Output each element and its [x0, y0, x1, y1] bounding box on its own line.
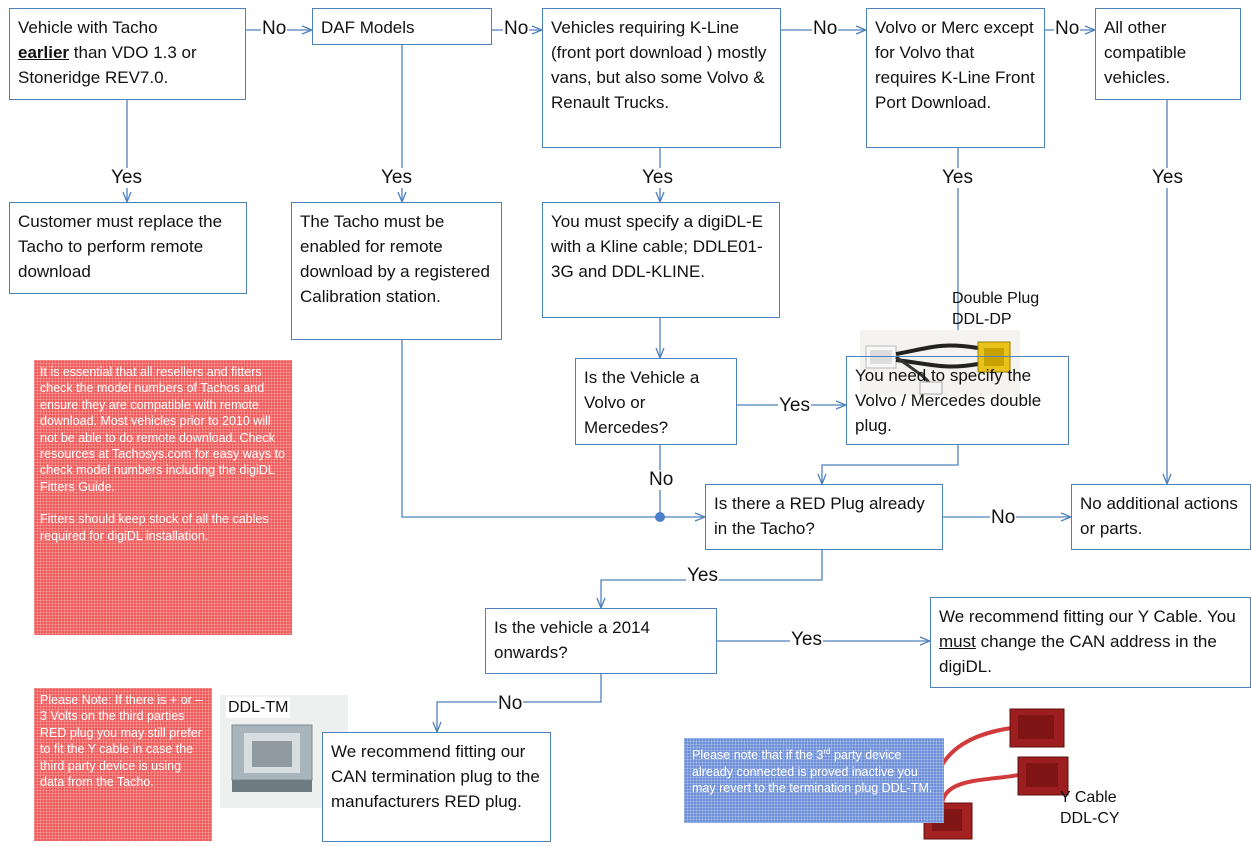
arrow-enabled-redplug	[401, 340, 705, 517]
note-third-pre: Please note that if the 3	[692, 748, 824, 763]
y-cable-caption-line1: Y Cable	[1060, 789, 1117, 806]
box-red-plug: Is there a RED Plug already in the Tacho…	[705, 484, 943, 550]
y-cable-caption: Y Cable DDL-CY	[1060, 787, 1120, 829]
tacho-text-emphasis: earlier	[18, 43, 70, 62]
note-volts-text: Please Note: If there is + or – 3 Volts …	[40, 693, 203, 790]
label-yes-5: Yes	[1151, 167, 1184, 188]
replace-text: Customer must replace the Tacho to perfo…	[18, 212, 223, 281]
y-cable-text-pre: We recommend fitting our Y Cable. You	[939, 607, 1236, 626]
ddl-tm-caption: DDL-TM	[226, 697, 291, 718]
label-yes-redplug: Yes	[686, 565, 719, 586]
label-yes-3: Yes	[641, 167, 674, 188]
ddl-tm-image	[231, 724, 313, 792]
double-plug-photo	[860, 330, 1020, 396]
box-customer-replace: Customer must replace the Tacho to perfo…	[9, 202, 247, 294]
arrow-double-redplug	[822, 445, 959, 484]
box-kline-vehicles: Vehicles requiring K-Line (front port do…	[542, 8, 781, 148]
y-cable-caption-line2: DDL-CY	[1060, 810, 1120, 827]
box-is-2014: Is the vehicle a 2014 onwards?	[485, 608, 717, 674]
no-actions-text: No additional actions or parts.	[1080, 494, 1238, 538]
label-yes-4: Yes	[941, 167, 974, 188]
volvo-merc-text: Volvo or Merc except for Volvo that requ…	[875, 18, 1035, 112]
box-is-volvo: Is the Vehicle a Volvo or Mercedes?	[575, 358, 737, 445]
all-other-text: All other compatible vehicles.	[1104, 18, 1187, 87]
label-no-2014: No	[497, 693, 524, 714]
label-no-1: No	[261, 18, 288, 39]
is-2014-text: Is the vehicle a 2014 onwards?	[494, 618, 650, 662]
y-cable-text-emphasis: must	[939, 632, 976, 651]
tacho-text-pre: Vehicle with Tacho	[18, 18, 158, 37]
label-yes-volvo: Yes	[778, 395, 811, 416]
enabled-text: The Tacho must be enabled for remote dow…	[300, 212, 490, 306]
box-specify-kline: You must specify a digiDL-E with a Kline…	[542, 202, 780, 318]
label-no-2: No	[503, 18, 530, 39]
ddl-tm-caption-text: DDL-TM	[228, 699, 289, 716]
note-third-post: party device already connected is proved…	[692, 748, 933, 795]
box-vehicle-tacho: Vehicle with Tacho earlier than VDO 1.3 …	[9, 8, 246, 100]
is-volvo-text: Is the Vehicle a Volvo or Mercedes?	[584, 368, 700, 437]
label-no-redplug: No	[990, 507, 1017, 528]
box-no-actions: No additional actions or parts.	[1071, 484, 1251, 550]
double-plug-image	[865, 341, 1011, 395]
note-resellers-text: It is essential that all resellers and f…	[40, 365, 286, 494]
label-yes-2014: Yes	[790, 629, 823, 650]
red-plug-text: Is there a RED Plug already in the Tacho…	[714, 494, 925, 538]
y-cable-text-post: change the CAN address in the digiDL.	[939, 632, 1217, 676]
box-daf-models: DAF Models	[312, 8, 492, 45]
note-third-party: Please note that if the 3rd party device…	[684, 738, 944, 823]
can-term-text: We recommend fitting our CAN termination…	[331, 742, 540, 811]
box-tacho-enabled: The Tacho must be enabled for remote dow…	[291, 202, 502, 340]
label-yes-2: Yes	[380, 167, 413, 188]
box-can-termination: We recommend fitting our CAN termination…	[322, 732, 551, 842]
label-no-3: No	[812, 18, 839, 39]
note-fitters-text: Fitters should keep stock of all the cab…	[40, 512, 269, 543]
note-resellers: It is essential that all resellers and f…	[34, 360, 292, 635]
double-plug-caption-line2: DDL-DP	[952, 311, 1012, 328]
label-no-volvo: No	[648, 469, 675, 490]
specify-kline-text: You must specify a digiDL-E with a Kline…	[551, 212, 763, 281]
label-no-4: No	[1054, 18, 1081, 39]
note-third-sup: rd	[823, 747, 831, 756]
kline-text: Vehicles requiring K-Line (front port do…	[551, 18, 767, 112]
label-yes-1: Yes	[110, 167, 143, 188]
box-double-plug: You need to specify the Volvo / Mercedes…	[846, 356, 1069, 445]
tacho-text-post: than VDO 1.3 or Stoneridge REV7.0.	[18, 43, 197, 87]
box-volvo-merc: Volvo or Merc except for Volvo that requ…	[866, 8, 1045, 148]
double-plug-text: You need to specify the Volvo / Mercedes…	[855, 366, 1042, 435]
box-y-cable: We recommend fitting our Y Cable. You mu…	[930, 597, 1251, 688]
double-plug-caption: Double Plug DDL-DP	[952, 288, 1039, 330]
daf-text: DAF Models	[321, 18, 415, 37]
double-plug-caption-line1: Double Plug	[952, 290, 1040, 307]
note-volts: Please Note: If there is + or – 3 Volts …	[34, 688, 212, 841]
box-all-other: All other compatible vehicles.	[1095, 8, 1241, 100]
junction-dot	[655, 512, 665, 522]
